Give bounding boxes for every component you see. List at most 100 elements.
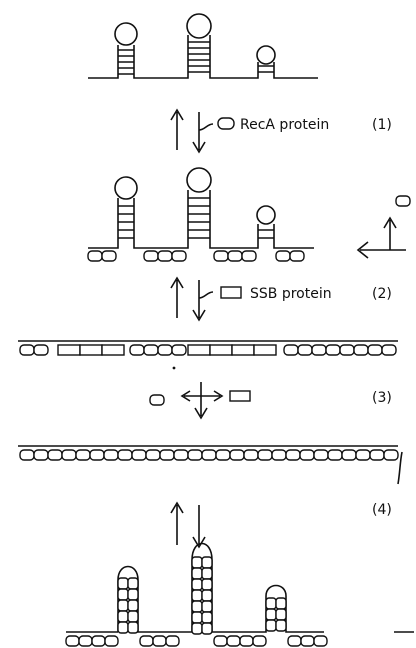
arrow-up-icon bbox=[171, 503, 183, 545]
reca-monomer-row bbox=[20, 450, 398, 460]
reca-monomer bbox=[202, 612, 212, 623]
reca-monomer bbox=[356, 450, 370, 460]
reca-monomer bbox=[202, 601, 212, 612]
hairpin-stem-rungs bbox=[188, 198, 210, 238]
reca-monomer bbox=[192, 557, 202, 568]
reca-monomer bbox=[118, 578, 128, 589]
reca-monomer bbox=[300, 450, 314, 460]
hairpin-loop bbox=[257, 46, 275, 64]
hairpin-cap bbox=[266, 586, 286, 597]
reca-monomer-row bbox=[66, 636, 327, 646]
reca-monomer bbox=[188, 450, 202, 460]
reca-monomer bbox=[266, 609, 276, 620]
reca-monomer bbox=[118, 589, 128, 600]
reca-monomer bbox=[342, 450, 356, 460]
reca-stem-blocks bbox=[118, 557, 286, 634]
reca-monomer bbox=[192, 623, 202, 634]
reca-monomer bbox=[20, 450, 34, 460]
reca-monomer bbox=[202, 579, 212, 590]
step-1-equilibrium: RecA protein (1) bbox=[171, 110, 392, 152]
reca-monomer-icon bbox=[150, 395, 164, 405]
stage-d-reca-filament bbox=[18, 446, 402, 484]
reca-monomer bbox=[230, 450, 244, 460]
reca-monomer bbox=[328, 450, 342, 460]
dot-mark bbox=[173, 367, 176, 370]
reca-recycle-arrow bbox=[358, 196, 410, 258]
reca-monomer-icon bbox=[218, 118, 234, 129]
reca-monomer bbox=[272, 450, 286, 460]
reca-monomer bbox=[90, 450, 104, 460]
reca-monomer bbox=[276, 598, 286, 609]
step-4-number: (4) bbox=[372, 502, 392, 518]
reca-monomer-row bbox=[88, 251, 304, 261]
reca-monomer bbox=[192, 590, 202, 601]
step-3-number: (3) bbox=[372, 390, 392, 406]
arrow-down-icon bbox=[193, 505, 205, 547]
arrow-down-icon bbox=[195, 382, 207, 418]
reca-monomer bbox=[128, 622, 138, 633]
reca-monomer bbox=[118, 622, 128, 633]
reca-monomer bbox=[202, 590, 212, 601]
reca-monomer bbox=[216, 450, 230, 460]
step-2-equilibrium: SSB protein (2) bbox=[171, 278, 392, 320]
reca-monomer bbox=[118, 600, 128, 611]
reca-monomer bbox=[48, 450, 62, 460]
reca-monomer bbox=[244, 450, 258, 460]
ssb-tetramer-icon bbox=[230, 391, 250, 401]
hairpin-stem-rungs bbox=[118, 50, 134, 74]
reca-monomer bbox=[202, 557, 212, 568]
hairpin-loop bbox=[187, 14, 211, 38]
arrow-left-icon bbox=[182, 391, 201, 401]
step-3-transition: (3) bbox=[150, 382, 392, 418]
stage-a-ssdna-hairpins bbox=[88, 14, 318, 78]
reca-monomer bbox=[128, 600, 138, 611]
stage-b-reca-bound-hairpins bbox=[88, 168, 410, 261]
reca-monomer bbox=[128, 578, 138, 589]
reca-monomer bbox=[266, 620, 276, 631]
hairpin-loop bbox=[115, 177, 137, 199]
reca-monomer bbox=[202, 450, 216, 460]
reca-monomer bbox=[370, 450, 384, 460]
reca-monomer bbox=[104, 450, 118, 460]
hairpin-stem-rungs bbox=[188, 42, 210, 72]
reca-monomer bbox=[192, 579, 202, 590]
reca-monomer bbox=[76, 450, 90, 460]
ssb-tetramer-icon bbox=[221, 287, 241, 298]
arrow-up-icon bbox=[171, 110, 183, 150]
reca-monomer bbox=[266, 598, 276, 609]
reca-monomer bbox=[192, 601, 202, 612]
reca-monomer bbox=[118, 611, 128, 622]
reca-protein-label: RecA protein bbox=[240, 117, 329, 133]
hairpin-loop bbox=[257, 206, 275, 224]
stage-e-reca-coated-hairpins bbox=[66, 544, 414, 647]
ssb-protein-label: SSB protein bbox=[250, 286, 332, 302]
branch-arrow bbox=[199, 124, 213, 130]
hairpin-loop bbox=[115, 23, 137, 45]
step-1-number: (1) bbox=[372, 117, 392, 133]
reca-monomer bbox=[276, 609, 286, 620]
arrow-down-icon bbox=[193, 112, 205, 152]
reca-monomer bbox=[202, 568, 212, 579]
reca-monomer bbox=[128, 611, 138, 622]
reca-monomer bbox=[128, 589, 138, 600]
reca-monomer bbox=[314, 450, 328, 460]
reca-monomer bbox=[174, 450, 188, 460]
reca-monomer bbox=[62, 450, 76, 460]
reca-monomer bbox=[202, 623, 212, 634]
reca-monomer bbox=[118, 450, 132, 460]
hairpin-stem-rungs bbox=[258, 66, 274, 72]
reca-monomer bbox=[192, 568, 202, 579]
reca-monomer bbox=[286, 450, 300, 460]
reca-monomer bbox=[34, 450, 48, 460]
arrow-right-icon bbox=[201, 391, 222, 401]
step-2-number: (2) bbox=[372, 286, 392, 302]
step-4-equilibrium: (4) bbox=[171, 502, 392, 547]
arrow-down-icon bbox=[193, 280, 205, 320]
reca-monomer bbox=[258, 450, 272, 460]
stage-c-mixed-coated-ssdna bbox=[18, 341, 398, 369]
reca-monomer bbox=[146, 450, 160, 460]
reca-monomer bbox=[192, 612, 202, 623]
hairpin-stem-rungs bbox=[118, 206, 134, 238]
arrow-up-icon bbox=[171, 278, 183, 318]
hairpin-loop bbox=[187, 168, 211, 192]
